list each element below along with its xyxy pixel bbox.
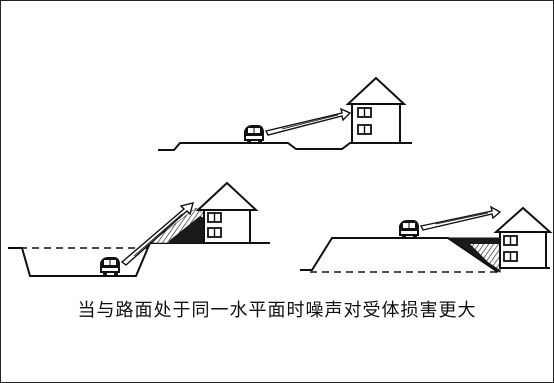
house-icon [345, 76, 407, 144]
scene-elevated-road [300, 205, 553, 273]
scene-at-grade [158, 76, 412, 151]
house-icon [493, 206, 553, 269]
house-icon [195, 181, 259, 244]
diagram-caption: 当与路面处于同一水平面时噪声对受体损害更大 [77, 300, 477, 321]
ground-line [158, 142, 412, 151]
scene-depressed-road [8, 181, 270, 277]
car-icon [399, 220, 419, 239]
sound-arrow-icon [264, 107, 352, 136]
sound-arrow-icon [419, 205, 502, 231]
car-icon [100, 257, 120, 276]
car-icon [244, 125, 264, 144]
sound-arrow-icon [120, 202, 194, 266]
